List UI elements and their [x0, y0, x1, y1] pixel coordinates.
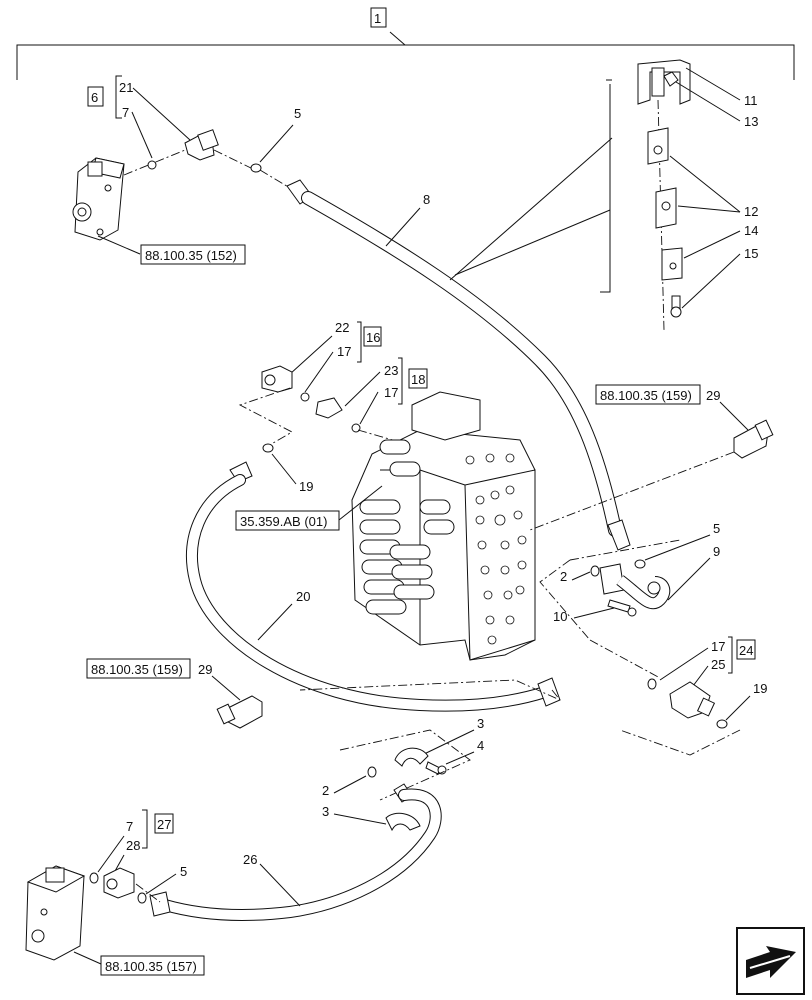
hose-20 [186, 461, 561, 712]
svg-text:16: 16 [366, 330, 380, 345]
callout-17b: 17 [384, 385, 398, 400]
callout-3b: 3 [322, 804, 329, 819]
callout-11: 11 [744, 93, 758, 108]
hose-8 [286, 179, 631, 551]
o-ring-5-top [250, 163, 262, 173]
callout-13: 13 [744, 114, 758, 129]
ref-88-100-35-152: 88.100.35 (152) [145, 248, 237, 263]
o-ring-2-lower [367, 766, 377, 778]
svg-text:18: 18 [411, 372, 425, 387]
callout-8: 8 [423, 192, 430, 207]
callout-4: 4 [477, 738, 484, 753]
clamp-3-upper [394, 747, 429, 767]
assembly-bracket: 1 [16, 7, 795, 80]
callout-3: 3 [477, 716, 484, 731]
hose-26 [149, 783, 442, 922]
o-ring-19 [262, 443, 274, 453]
callout-21: 21 [119, 80, 133, 95]
o-ring-5-lower [137, 892, 147, 904]
callout-29b: 29 [198, 662, 212, 677]
clamp-12-upper [647, 127, 669, 165]
callout-23: 23 [384, 363, 398, 378]
callout-5: 5 [294, 106, 301, 121]
plate-14 [661, 247, 683, 281]
callout-10: 10 [553, 609, 567, 624]
coupling-29-right [733, 419, 774, 459]
callout-15: 15 [744, 246, 758, 261]
callout-5c: 5 [180, 864, 187, 879]
callout-9: 9 [713, 544, 720, 559]
valve-block-157 [25, 865, 86, 961]
callout-5b: 5 [713, 521, 720, 536]
clamp-3-lower [385, 812, 421, 832]
callout-2b: 2 [322, 783, 329, 798]
kit-6: 6 21 7 [87, 75, 191, 159]
ref-88-100-35-159-a: 88.100.35 (159) [600, 388, 692, 403]
callout-25: 25 [711, 657, 725, 672]
ref-88-100-35-159-b: 88.100.35 (159) [91, 662, 183, 677]
next-page-arrow-icon[interactable] [736, 927, 805, 995]
adapter-23 [315, 397, 343, 419]
clamp-12-lower [655, 187, 677, 229]
svg-text:6: 6 [91, 90, 98, 105]
elbow-fitting-28 [103, 867, 135, 899]
callout-17: 17 [337, 344, 351, 359]
callout-17c: 17 [711, 639, 725, 654]
callout-22: 22 [335, 320, 349, 335]
elbow-fitting-22 [261, 365, 293, 393]
ref-35-359-ab-01: 35.359.AB (01) [240, 514, 327, 529]
callout-29: 29 [706, 388, 720, 403]
o-ring-7-lower [89, 872, 99, 884]
o-ring-5-mid [634, 559, 646, 569]
o-ring-19b [716, 719, 728, 729]
callout-12: 12 [744, 204, 758, 219]
callout-7b: 7 [126, 819, 133, 834]
svg-text:24: 24 [739, 643, 753, 658]
control-valve-block [351, 391, 536, 661]
callout-28: 28 [126, 838, 140, 853]
o-ring-2-mid [590, 565, 600, 577]
o-ring-17 [300, 392, 310, 402]
callout-20: 20 [296, 589, 310, 604]
callout-2: 2 [560, 569, 567, 584]
o-ring-17b [351, 423, 361, 433]
elbow-fitting-21 [147, 129, 219, 170]
bolt-15 [670, 295, 682, 318]
clamp-bracket-11 [637, 59, 691, 105]
ref-88-100-35-157: 88.100.35 (157) [105, 959, 197, 974]
callout-19: 19 [299, 479, 313, 494]
bolt-10 [607, 599, 637, 617]
svg-text:27: 27 [157, 817, 171, 832]
assembly-number: 1 [374, 11, 381, 26]
tube-9 [599, 563, 671, 610]
callout-19b: 19 [753, 681, 767, 696]
callout-26: 26 [243, 852, 257, 867]
o-ring-17c [647, 678, 657, 690]
callout-7: 7 [122, 105, 129, 120]
valve-block-152 [72, 147, 191, 241]
fitting-25 [669, 681, 716, 719]
coupling-29-left [216, 695, 263, 729]
callout-14: 14 [744, 223, 758, 238]
